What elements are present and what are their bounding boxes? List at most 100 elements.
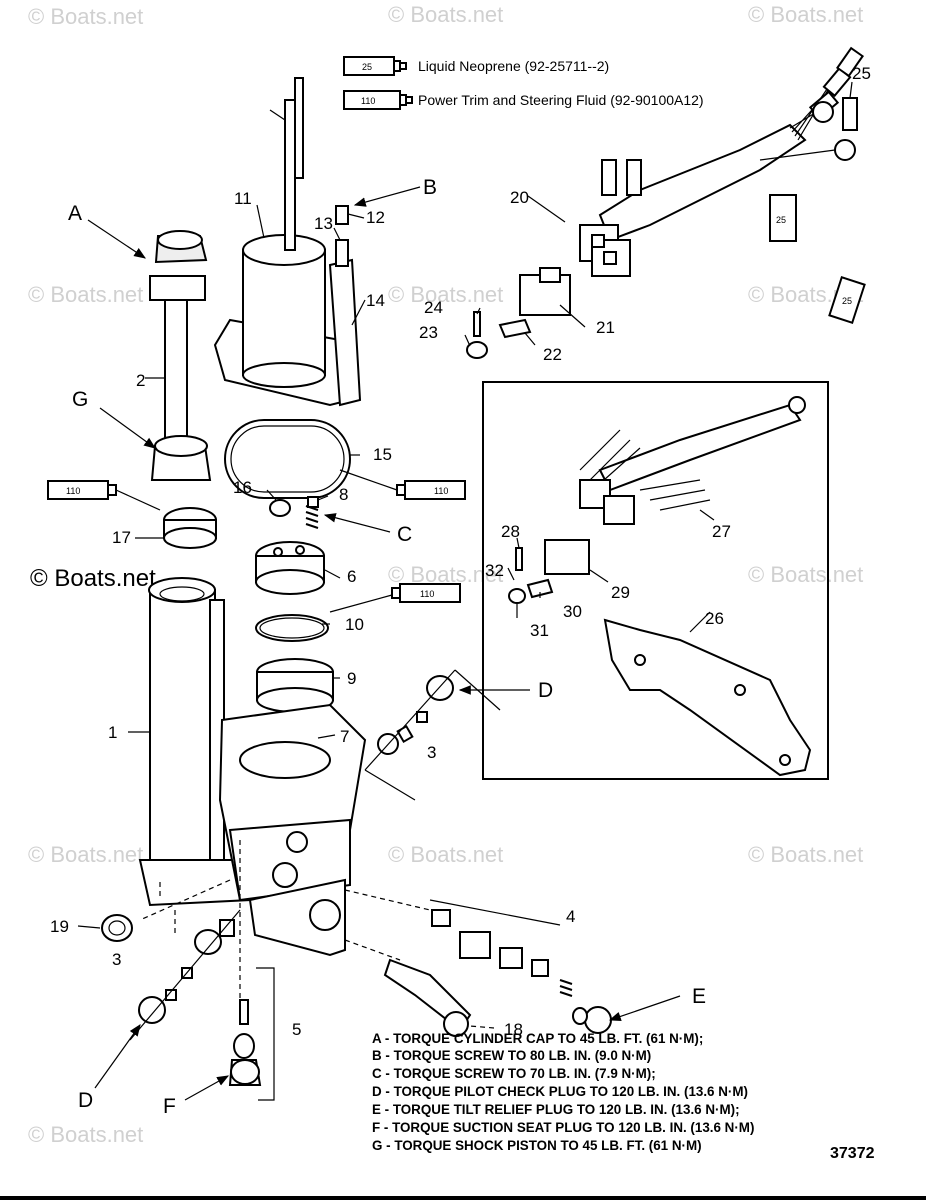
part-22-bracket bbox=[498, 318, 532, 339]
watermark: © Boats.net bbox=[28, 1122, 143, 1147]
legend-tube-110: 110 bbox=[343, 90, 413, 110]
callout-2: 2 bbox=[136, 371, 145, 390]
callout-8: 8 bbox=[339, 485, 348, 504]
callout-30: 30 bbox=[563, 602, 582, 621]
part-5-suction-seat bbox=[228, 967, 275, 1101]
tube-110-left: 110 bbox=[47, 480, 117, 500]
torque-notes: A - TORQUE CYLINDER CAP TO 45 LB. FT. (6… bbox=[372, 1031, 754, 1153]
callout-28: 28 bbox=[501, 522, 520, 541]
torque-letters: A B C D D E F G bbox=[68, 176, 706, 1118]
watermark: © Boats.net bbox=[748, 842, 863, 867]
callout-11: 11 bbox=[234, 189, 252, 208]
callout-7: 7 bbox=[340, 727, 349, 746]
watermark: © Boats.net bbox=[388, 2, 503, 27]
letter-g: G bbox=[72, 388, 88, 411]
legend-text-trim-fluid: Power Trim and Steering Fluid (92-90100A… bbox=[418, 92, 704, 108]
callout-21: 21 bbox=[596, 318, 615, 337]
callout-23: 23 bbox=[419, 323, 438, 342]
part-2-shock-rod bbox=[149, 230, 212, 481]
torque-note: F - TORQUE SUCTION SEAT PLUG TO 120 LB. … bbox=[372, 1120, 754, 1135]
letter-d: D bbox=[78, 1089, 93, 1112]
letter-b: B bbox=[423, 176, 437, 199]
watermark: © Boats.net bbox=[388, 282, 503, 307]
manifold-housing bbox=[218, 703, 367, 957]
torque-note: E - TORQUE TILT RELIEF PLUG TO 120 LB. I… bbox=[372, 1102, 740, 1117]
part-24-screw bbox=[473, 311, 481, 337]
watermark: © Boats.net bbox=[28, 842, 143, 867]
letter-a: A bbox=[68, 202, 82, 225]
copyright-text: © Boats.net bbox=[30, 565, 156, 592]
torque-note: B - TORQUE SCREW TO 80 LB. IN. (9.0 N·M) bbox=[372, 1048, 651, 1063]
part-26-mount-bracket bbox=[603, 618, 812, 777]
part-4-tilt-relief bbox=[429, 899, 612, 1034]
inset-box: 25 bbox=[482, 276, 866, 780]
callout-5: 5 bbox=[292, 1020, 301, 1039]
legend-text-neoprene: Liquid Neoprene (92-25711--2) bbox=[418, 58, 609, 74]
watermark: © Boats.net bbox=[388, 842, 503, 867]
callout-15: 15 bbox=[373, 445, 392, 464]
callout-9: 9 bbox=[347, 669, 356, 688]
callout-3: 3 bbox=[427, 743, 436, 762]
torque-note: D - TORQUE PILOT CHECK PLUG TO 120 LB. I… bbox=[372, 1084, 748, 1099]
callout-26: 26 bbox=[705, 609, 724, 628]
part-9-ring bbox=[256, 658, 334, 713]
callout-14: 14 bbox=[366, 291, 385, 310]
tube-label: 110 bbox=[361, 96, 375, 106]
part-19-plug bbox=[101, 914, 133, 942]
callout-13: 13 bbox=[314, 214, 333, 233]
tube-label: 110 bbox=[420, 589, 434, 599]
part-15-o-ring bbox=[224, 419, 351, 499]
bottom-rule bbox=[0, 1196, 926, 1200]
watermark: © Boats.net bbox=[28, 282, 143, 307]
tube-label: 25 bbox=[362, 62, 372, 72]
tube-label: 25 bbox=[842, 296, 852, 306]
callout-29: 29 bbox=[611, 583, 630, 602]
part-30-bracket bbox=[526, 578, 554, 599]
part-3-valve-lower bbox=[129, 909, 241, 1041]
part-10-o-ring bbox=[255, 614, 329, 642]
legend-tube-25: 25 bbox=[343, 56, 407, 76]
legend: 25 Liquid Neoprene (92-25711--2) 110 Pow… bbox=[343, 56, 704, 110]
part-16-plug bbox=[269, 499, 291, 517]
part-21-relay bbox=[519, 267, 571, 316]
tube-25-right: 25 bbox=[828, 276, 866, 324]
leader-lines bbox=[77, 81, 853, 929]
part-17-seal bbox=[163, 507, 217, 549]
callout-16: 16 bbox=[233, 478, 252, 497]
part-25-screw bbox=[842, 97, 858, 131]
letter-f: F bbox=[163, 1095, 176, 1118]
callout-32: 32 bbox=[485, 561, 504, 580]
torque-note: G - TORQUE SHOCK PISTON TO 45 LB. FT. (6… bbox=[372, 1138, 702, 1153]
part-12-screw bbox=[335, 205, 349, 225]
callout-4: 4 bbox=[566, 907, 575, 926]
figure-number: 37372 bbox=[830, 1145, 875, 1162]
callout-25: 25 bbox=[852, 64, 871, 83]
callout-12: 12 bbox=[366, 208, 385, 227]
callout-3: 3 bbox=[112, 950, 121, 969]
tube-label: 25 bbox=[776, 215, 786, 225]
callouts: 1 2 3 3 4 5 6 7 8 9 10 11 12 13 14 15 16… bbox=[50, 64, 871, 1039]
callout-20: 20 bbox=[510, 188, 529, 207]
letter-d: D bbox=[538, 679, 553, 702]
letter-arrows bbox=[87, 186, 681, 1101]
watermark: © Boats.net bbox=[28, 4, 143, 29]
part-31-nut bbox=[508, 588, 526, 604]
part-18-valve bbox=[383, 958, 472, 1037]
callout-17: 17 bbox=[112, 528, 131, 547]
part-13-screw bbox=[335, 239, 349, 267]
torque-note: A - TORQUE CYLINDER CAP TO 45 LB. FT. (6… bbox=[372, 1031, 703, 1046]
part-1-trim-cylinder bbox=[138, 577, 252, 907]
part-29-relay bbox=[544, 539, 590, 575]
tube-25-wire: 25 bbox=[769, 194, 797, 242]
part-6-pump bbox=[255, 541, 325, 595]
tube-110-right: 110 bbox=[396, 480, 466, 500]
tube-label: 110 bbox=[434, 486, 448, 496]
callout-10: 10 bbox=[345, 615, 364, 634]
part-28-screw bbox=[515, 547, 523, 571]
part-23-nut bbox=[466, 341, 488, 359]
watermark: © Boats.net bbox=[388, 562, 503, 587]
callout-31: 31 bbox=[530, 621, 549, 640]
callout-22: 22 bbox=[543, 345, 562, 364]
torque-note: C - TORQUE SCREW TO 70 LB. IN. (7.9 N·M)… bbox=[372, 1066, 656, 1081]
